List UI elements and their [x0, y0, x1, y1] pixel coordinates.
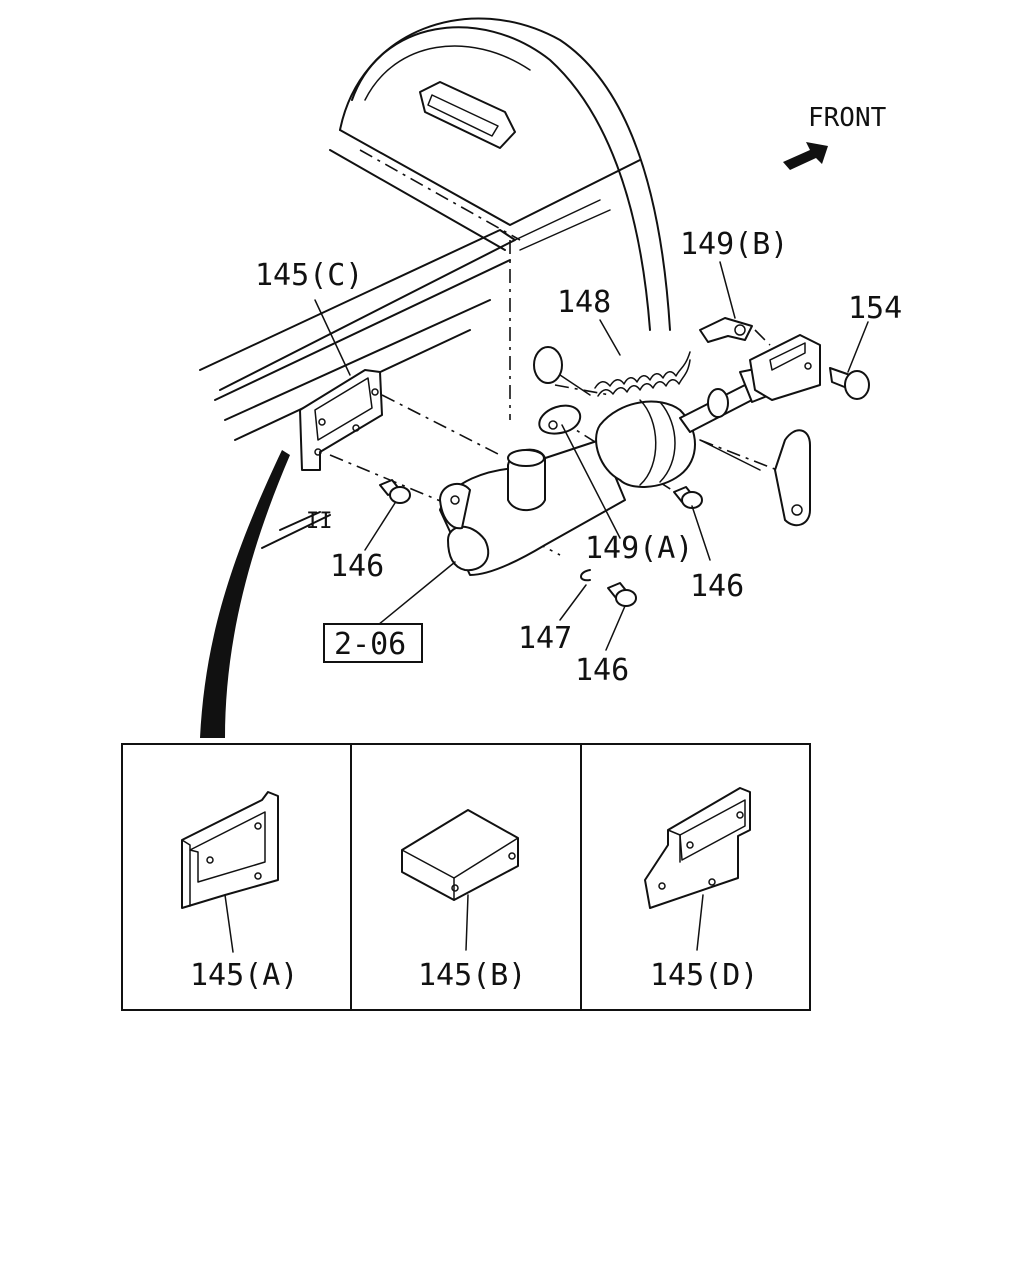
panel-label-145a: 145(A) [190, 958, 298, 993]
clutch-cylinder [439, 367, 771, 576]
callout-148: 148 [557, 285, 611, 320]
pedal-stub [533, 346, 591, 396]
cab-body [199, 17, 671, 441]
pin-154 [829, 367, 870, 400]
bracket-149b [699, 317, 753, 343]
spring-148 [594, 351, 691, 397]
detail-pointer [200, 450, 290, 738]
gasket-149a [538, 404, 582, 435]
frame-rail: II [261, 509, 333, 549]
panel-label-145d: 145(D) [650, 958, 758, 993]
callout-147: 147 [518, 621, 572, 656]
clip-147 [580, 569, 591, 582]
leader-lines [314, 261, 869, 651]
callout-146-left: 146 [330, 549, 384, 584]
callout-149a: 149(A) [585, 531, 693, 566]
callout-154: 154 [848, 291, 902, 326]
callout-145c: 145(C) [255, 258, 363, 293]
callout-146-right: 146 [690, 569, 744, 604]
frame-mark: II [306, 509, 333, 534]
clevis [749, 334, 821, 401]
callout-146-bottom: 146 [575, 653, 629, 688]
bolt-146-bottom [607, 582, 637, 607]
panel-145a: 145(A) [181, 791, 298, 993]
callout-149b: 149(B) [680, 227, 788, 262]
pedal-lever [699, 429, 811, 527]
ref-box-label: 2-06 [334, 627, 406, 662]
bolt-146-right [673, 486, 703, 509]
panel-145d: 145(D) [644, 787, 758, 993]
panel-145b: 145(B) [401, 809, 526, 993]
bracket-145c [299, 369, 383, 471]
front-label: FRONT [808, 103, 887, 133]
front-arrow-icon [783, 142, 828, 170]
bolt-146-left [379, 479, 411, 504]
ref-box [323, 623, 423, 663]
panel-label-145b: 145(B) [418, 958, 526, 993]
